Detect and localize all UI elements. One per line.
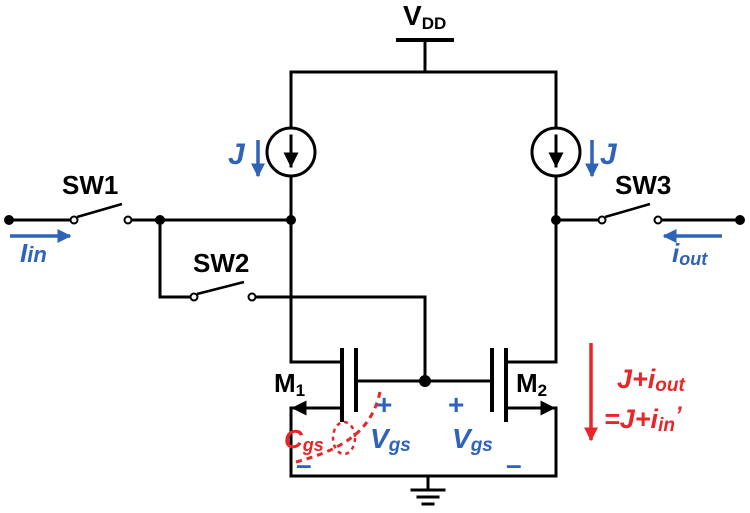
sw1-label: SW1 — [62, 170, 118, 200]
vgs2-plus: + — [448, 389, 464, 420]
cgs-dashed-ring — [331, 420, 357, 456]
equation-line1: J+iout — [617, 364, 686, 396]
vdd-supply — [289, 38, 558, 74]
vgs2-label: Vgs — [452, 423, 493, 456]
vgs1-label: Vgs — [370, 423, 411, 456]
iout-label: iout — [672, 238, 708, 269]
ground-symbol — [410, 474, 446, 506]
m1-minus: – — [296, 449, 312, 480]
j-left-label: J — [228, 138, 246, 171]
sw3-switch[interactable] — [597, 202, 746, 225]
m1-label: M1 — [274, 368, 305, 400]
right-current-source — [530, 126, 582, 178]
vdd-label: VDD — [403, 0, 446, 33]
left-current-source — [265, 126, 317, 178]
m2-minus: – — [506, 449, 522, 480]
sw2-label: SW2 — [193, 248, 249, 278]
m1-transistor — [289, 348, 427, 478]
j-right-label: J — [600, 138, 618, 171]
iin-label: Iin — [20, 238, 47, 268]
sw3-label: SW3 — [615, 170, 671, 200]
sw2-switch[interactable] — [189, 280, 257, 302]
cgs-dashed-path — [295, 391, 382, 464]
m2-label: M2 — [516, 368, 547, 400]
vgs1-plus: + — [376, 389, 392, 420]
m2-transistor — [423, 348, 558, 478]
sw1-switch[interactable] — [4, 202, 133, 225]
cgs-label: Cgs — [284, 424, 324, 455]
gate-node-dot — [419, 375, 431, 387]
equation-line2: =J+iin’ — [604, 402, 682, 436]
left-node-dot — [286, 215, 296, 225]
